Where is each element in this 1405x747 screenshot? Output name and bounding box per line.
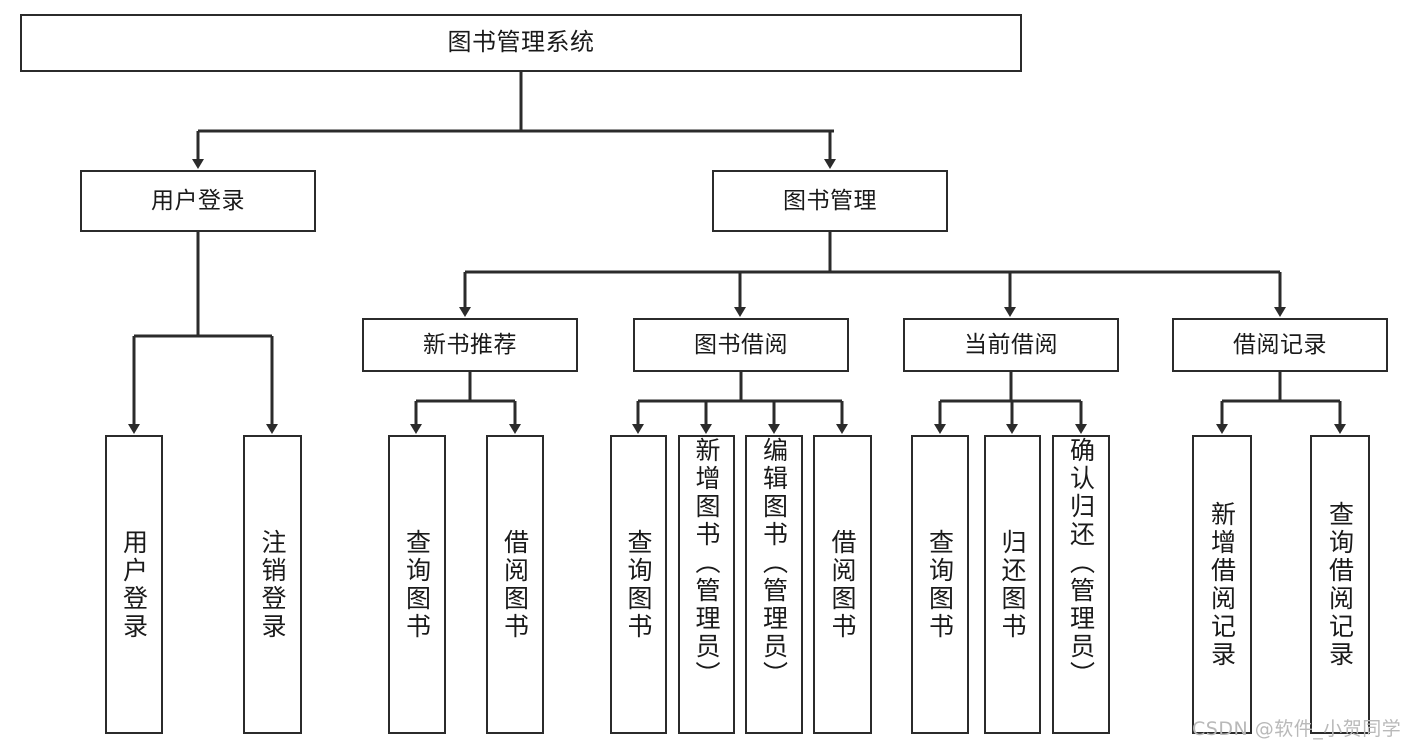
leaf-node[interactable]: 借阅图书	[813, 435, 872, 734]
node-user-login-label: 用户登录	[151, 187, 245, 214]
leaf-node[interactable]: 查询图书	[911, 435, 969, 734]
leaf-node-label: 新增图书（管理员）	[692, 437, 721, 689]
node-root[interactable]: 图书管理系统	[20, 14, 1022, 72]
node-root-label: 图书管理系统	[447, 28, 595, 57]
leaf-node-label: 查询图书	[925, 528, 955, 641]
node-borrow-record[interactable]: 借阅记录	[1172, 318, 1388, 372]
leaf-node-label: 查询图书	[402, 528, 432, 641]
leaf-node[interactable]: 编辑图书（管理员）	[745, 435, 803, 734]
leaf-node-label: 查询图书	[624, 528, 653, 641]
node-current-borrow[interactable]: 当前借阅	[903, 318, 1119, 372]
node-current-borrow-label: 当前借阅	[964, 331, 1058, 358]
leaf-node-label: 归还图书	[998, 528, 1027, 641]
node-borrow-record-label: 借阅记录	[1233, 331, 1327, 358]
node-book-management-label: 图书管理	[783, 187, 877, 214]
node-book-borrow-label: 图书借阅	[694, 331, 788, 358]
leaf-node[interactable]: 查询图书	[610, 435, 667, 734]
leaf-node[interactable]: 查询借阅记录	[1310, 435, 1370, 734]
leaf-node-label: 查询借阅记录	[1325, 500, 1355, 669]
leaf-node[interactable]: 归还图书	[984, 435, 1041, 734]
leaf-node[interactable]: 新增图书（管理员）	[678, 435, 735, 734]
leaf-node-label: 借阅图书	[500, 528, 530, 641]
leaf-node-label: 确认归还（管理员）	[1066, 437, 1096, 689]
node-book-borrow[interactable]: 图书借阅	[633, 318, 849, 372]
leaf-node-label: 用户登录	[119, 528, 149, 641]
csdn-watermark: CSDN @软件_小贺同学	[1192, 718, 1402, 740]
leaf-node[interactable]: 借阅图书	[486, 435, 544, 734]
leaf-node[interactable]: 用户登录	[105, 435, 163, 734]
leaf-node[interactable]: 新增借阅记录	[1192, 435, 1252, 734]
node-new-book-recommend-label: 新书推荐	[423, 331, 517, 358]
leaf-node[interactable]: 注销登录	[243, 435, 302, 734]
node-book-management[interactable]: 图书管理	[712, 170, 948, 232]
node-user-login[interactable]: 用户登录	[80, 170, 316, 232]
leaf-node-label: 编辑图书（管理员）	[759, 437, 789, 689]
leaf-node-label: 新增借阅记录	[1207, 500, 1237, 669]
leaf-node-label: 注销登录	[258, 528, 287, 641]
leaf-node[interactable]: 查询图书	[388, 435, 446, 734]
leaf-node-label: 借阅图书	[828, 528, 857, 641]
leaf-node[interactable]: 确认归还（管理员）	[1052, 435, 1110, 734]
node-new-book-recommend[interactable]: 新书推荐	[362, 318, 578, 372]
